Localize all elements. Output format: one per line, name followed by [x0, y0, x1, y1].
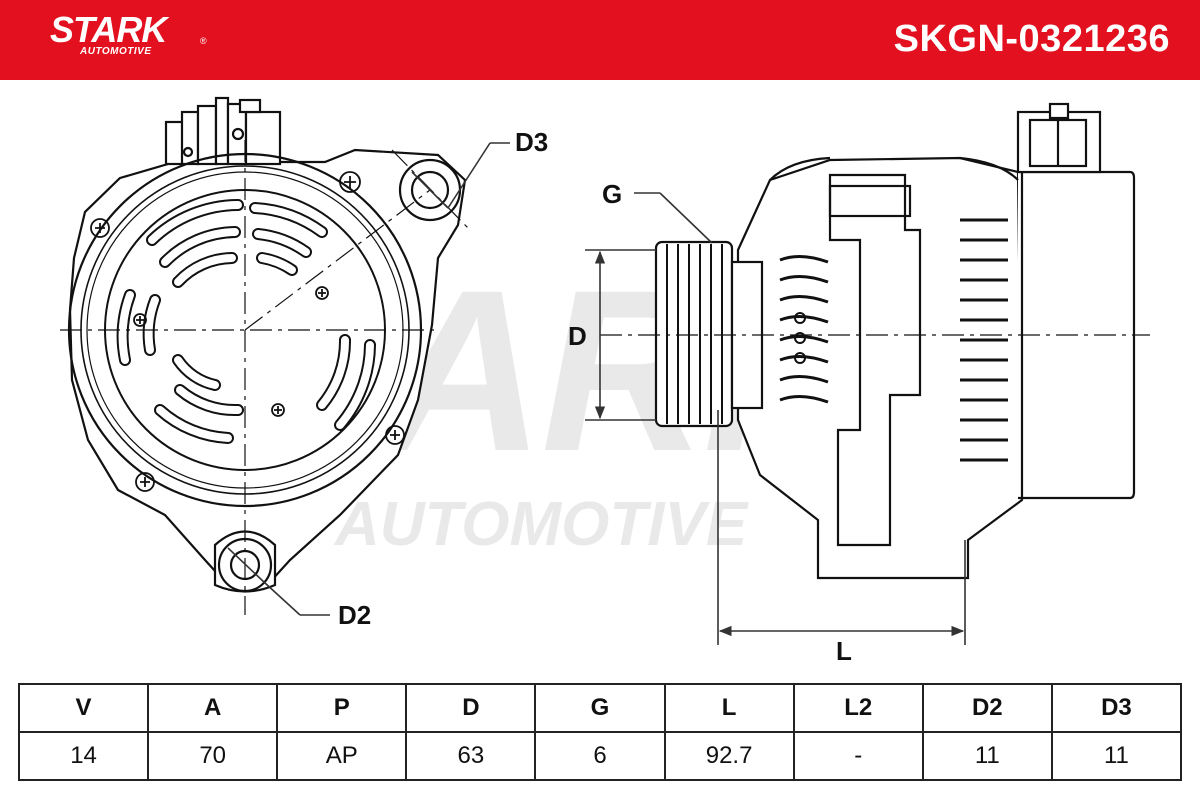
label-d3: D3 — [515, 127, 548, 157]
label-l: L — [836, 636, 852, 666]
spec-header-cell: P — [276, 683, 408, 733]
watermark-subtitle: AUTOMOTIVE — [333, 490, 749, 559]
technical-drawing: STARK AUTOMOTIVE ® — [60, 96, 1150, 666]
spec-table-value-row: 14 70 AP 63 6 92.7 - 11 11 — [17, 731, 1183, 781]
l-dimension — [717, 410, 966, 645]
spec-value-cell: 14 — [17, 731, 150, 781]
spec-value-cell: AP — [276, 731, 408, 781]
spec-table-header-row: V A P D G L L2 D2 D3 — [17, 683, 1183, 733]
spec-header-cell: A — [147, 683, 279, 733]
spec-value-cell: 92.7 — [663, 731, 795, 781]
stark-logo: STARK ® AUTOMOTIVE — [50, 9, 207, 58]
spec-value-cell: 11 — [1050, 731, 1183, 781]
spec-table: V A P D G L L2 D2 D3 14 70 AP 63 6 92.7 … — [17, 683, 1183, 781]
spec-header-cell: L2 — [792, 683, 924, 733]
label-d: D — [568, 321, 587, 351]
header-bar: STARK ® AUTOMOTIVE SKGN-0321236 — [0, 0, 1200, 80]
spec-header-cell: L — [663, 683, 795, 733]
spec-header-cell: G — [534, 683, 666, 733]
part-number: SKGN-0321236 — [893, 18, 1170, 60]
spec-value-cell: 11 — [921, 731, 1053, 781]
spec-value-cell: 63 — [405, 731, 537, 781]
spec-value-cell: - — [792, 731, 924, 781]
logo-word: STARK — [50, 9, 167, 50]
spec-header-cell: D — [405, 683, 537, 733]
spec-value-cell: 70 — [147, 731, 279, 781]
spec-header-cell: V — [17, 683, 150, 733]
spec-header-cell: D3 — [1050, 683, 1183, 733]
d3-leader — [411, 142, 510, 209]
g-leader — [634, 192, 713, 244]
spec-value-cell: 6 — [534, 731, 666, 781]
spec-header-cell: D2 — [921, 683, 1053, 733]
label-d2: D2 — [338, 600, 371, 630]
label-g: G — [602, 179, 622, 209]
logo-registered-mark: ® — [200, 36, 207, 46]
d-dimension — [585, 249, 656, 421]
d2-leader — [227, 547, 330, 616]
logo-subtitle: AUTOMOTIVE — [80, 46, 152, 57]
alternator-side-view — [654, 102, 1136, 580]
